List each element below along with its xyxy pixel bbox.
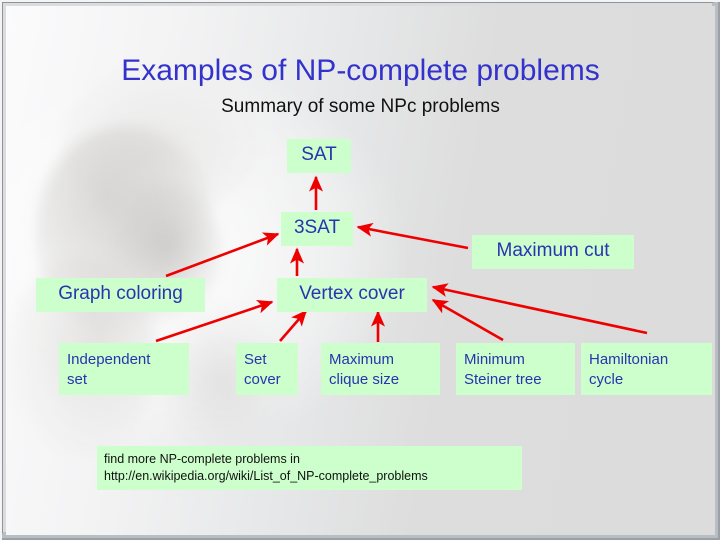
node-set-cover[interactable]: Set cover	[236, 343, 298, 395]
node-graph-coloring[interactable]: Graph coloring	[36, 278, 205, 312]
node-minimum-steiner-tree[interactable]: Minimum Steiner tree	[456, 343, 575, 395]
node-3sat[interactable]: 3SAT	[281, 212, 353, 246]
arrow-maximum-cut-to-3sat	[356, 222, 469, 250]
arrow-minimum-steiner-tree-to-vertex-cover	[431, 298, 504, 342]
node-maximum-clique-size[interactable]: Maximum clique size	[321, 343, 440, 395]
arrow-set-cover-to-vertex-cover	[279, 309, 308, 342]
footnote-box[interactable]: find more NP-complete problems in http:/…	[97, 446, 522, 490]
slide-subtitle: Summary of some NPc problems	[221, 96, 500, 117]
slide-title: Examples of NP-complete problems	[121, 54, 600, 87]
node-maximum-cut[interactable]: Maximum cut	[472, 235, 634, 269]
arrow-hamiltonian-cycle-to-vertex-cover	[431, 283, 648, 335]
node-vertex-cover[interactable]: Vertex cover	[277, 278, 427, 312]
node-independent-set[interactable]: Independent set	[59, 343, 189, 395]
slide-canvas: Examples of NP-complete problems Summary…	[6, 6, 715, 535]
node-sat[interactable]: SAT	[287, 139, 351, 173]
background-watermark	[61, 66, 261, 216]
node-hamiltonian-cycle[interactable]: Hamiltonian cycle	[581, 343, 712, 395]
arrow-graph-coloring-to-3sat	[165, 232, 280, 278]
